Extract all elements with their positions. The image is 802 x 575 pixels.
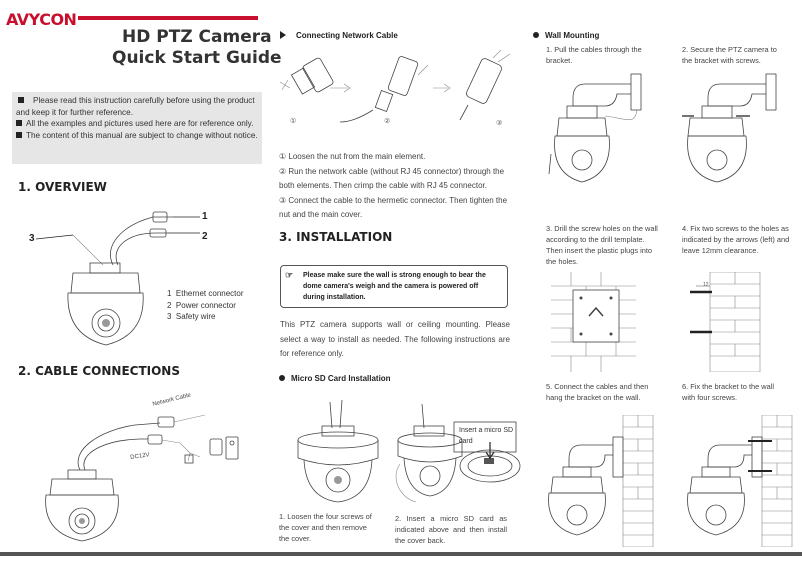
page-title: HD PTZ Camera — [122, 27, 272, 47]
installation-heading: 3. INSTALLATION — [279, 230, 393, 244]
sd-card-heading: Micro SD Card Installation — [279, 374, 391, 383]
callout-1: 1 — [202, 211, 208, 222]
connecting-network-heading: Connecting Network Cable — [280, 31, 398, 40]
warning-box: ☞ Please make sure the wall is strong en… — [280, 265, 508, 308]
fig-label-3: ③ — [496, 120, 503, 127]
notice-3: The content of this manual are subject t… — [16, 130, 258, 142]
callout-3: 3 — [29, 233, 35, 244]
wall-step-2: 2. Secure the PTZ camera to the bracket … — [682, 45, 777, 65]
square-bullet-icon — [16, 120, 22, 126]
wall-step-6-figure — [687, 415, 793, 547]
callout-2: 2 — [202, 231, 208, 242]
overview-heading: 1. OVERVIEW — [18, 180, 107, 194]
overview-legend: 1 Ethernet connector 2 Power connector 3… — [167, 288, 244, 323]
cable-connections-heading: 2. CABLE CONNECTIONS — [18, 364, 180, 378]
legend-item-safety-wire: 3 Safety wire — [167, 312, 216, 321]
network-connector-figure — [279, 50, 511, 123]
wall-step-1: 1. Pull the cables through the bracket. — [546, 45, 642, 65]
legend-item-ethernet: 1 Ethernet connector — [167, 289, 244, 298]
brand-logo: AVYCON — [6, 10, 77, 29]
connecting-network-steps: ① Loosen the nut from the main element. … — [279, 150, 515, 223]
overview-camera-figure — [35, 211, 200, 346]
wall-step-4-figure — [690, 272, 761, 372]
page-subtitle: Quick Start Guide — [112, 48, 282, 68]
square-bullet-icon — [18, 97, 24, 103]
fig-label-1: ① — [290, 118, 297, 125]
sd-remove-cover-figure — [297, 399, 379, 503]
sd-step-2: 2. Insert a micro SD card as indicated a… — [395, 514, 507, 545]
sd-insert-figure — [395, 403, 521, 503]
wall-mounting-heading: Wall Mounting — [533, 31, 599, 40]
sd-insert-label: Insert a micro SD card — [459, 427, 514, 445]
wall-step-5-figure — [548, 415, 654, 547]
wall-step-1-figure — [548, 73, 642, 183]
pointing-hand-icon: ☞ — [285, 270, 294, 280]
notice-2: All the examples and pictures used here … — [16, 118, 258, 130]
network-step-3: ③ Connect the cable to the hermetic conn… — [279, 195, 508, 220]
sd-step-1: 1. Loosen the four screws of the cover a… — [279, 512, 372, 543]
wall-step-6: 6. Fix the bracket to the wall with four… — [682, 382, 775, 402]
wall-step-5: 5. Connect the cables and then hang the … — [546, 382, 649, 402]
footer-rule — [0, 552, 802, 556]
wall-step-2-figure — [682, 73, 777, 183]
network-step-1: ① Loosen the nut from the main element. — [279, 152, 426, 161]
legend-item-power: 2 Power connector — [167, 300, 236, 310]
notice-1: Please read this instruction carefully b… — [16, 96, 255, 117]
wall-step-4: 4. Fix two screws to the holes as indica… — [682, 224, 790, 255]
triangle-bullet-icon — [280, 31, 286, 39]
cable-connections-figure — [45, 414, 239, 542]
clearance-dim-label: 12 — [703, 282, 709, 288]
circle-bullet-icon — [533, 32, 539, 38]
network-step-2: ② Run the network cable (without RJ 45 c… — [279, 166, 505, 191]
notice-box: Please read this instruction carefully b… — [12, 92, 262, 164]
wall-step-3: 3. Drill the screw holes on the wall acc… — [546, 224, 658, 266]
fig-label-2: ② — [384, 118, 391, 125]
installation-intro: This PTZ camera supports wall or ceiling… — [280, 320, 510, 358]
square-bullet-icon — [16, 131, 22, 138]
header-red-rule — [78, 16, 258, 20]
wall-step-3-figure — [551, 272, 636, 372]
circle-bullet-icon — [279, 375, 285, 381]
